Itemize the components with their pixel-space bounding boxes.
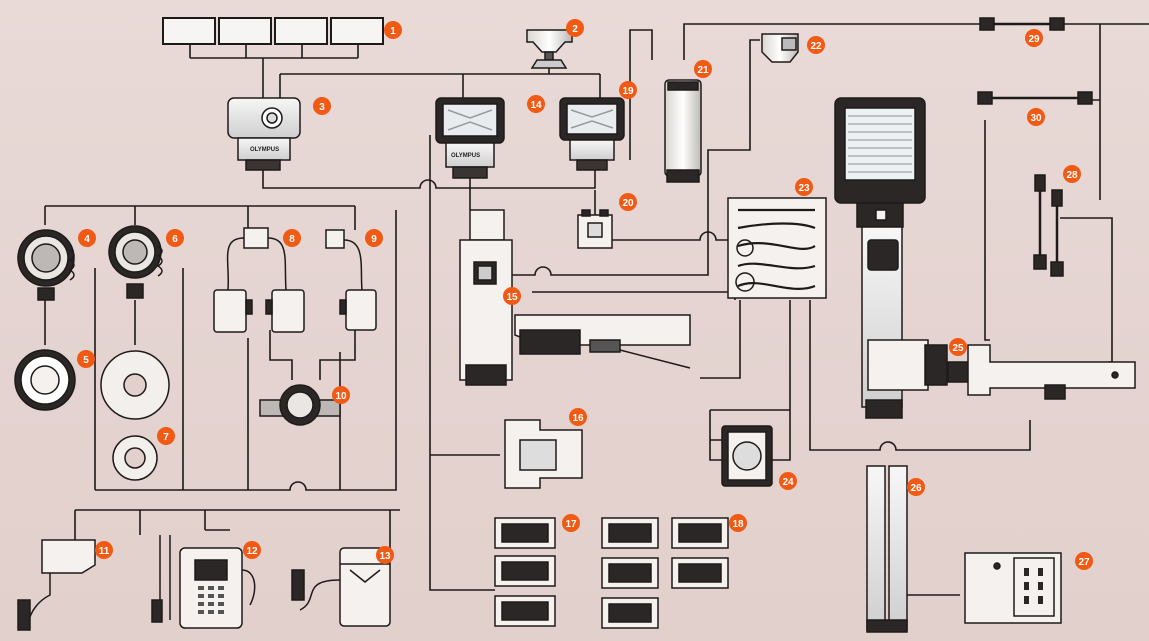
svg-text:6: 6 xyxy=(172,234,178,245)
item-12-ac-adapter xyxy=(152,535,255,628)
item-25-flash-bracket xyxy=(948,345,1135,399)
badge-2: 2 xyxy=(566,19,584,37)
item-27-power-pack xyxy=(965,553,1061,623)
item-20-adapter xyxy=(578,210,612,248)
svg-text:12: 12 xyxy=(246,546,258,557)
item-4-ring-flash xyxy=(18,230,74,300)
svg-text:11: 11 xyxy=(99,546,110,557)
brand-label: OLYMPUS xyxy=(250,147,279,153)
badge-18: 18 xyxy=(729,514,747,532)
badge-10: 10 xyxy=(332,386,350,404)
svg-text:15: 15 xyxy=(506,292,518,303)
svg-text:23: 23 xyxy=(798,183,810,194)
svg-text:1: 1 xyxy=(390,26,396,37)
item-5-adapter-ring xyxy=(15,350,75,410)
svg-text:25: 25 xyxy=(952,343,964,354)
badge-27: 27 xyxy=(1075,552,1093,570)
svg-text:2: 2 xyxy=(572,24,578,35)
svg-text:27: 27 xyxy=(1078,557,1090,568)
svg-text:29: 29 xyxy=(1028,34,1040,45)
item-29-cable xyxy=(980,18,1064,30)
item-18-cassettes xyxy=(602,518,728,628)
badge-17: 17 xyxy=(562,514,580,532)
item-19-flash-unit xyxy=(560,98,624,170)
item-26-battery-grips xyxy=(867,466,907,632)
badge-14: 14 xyxy=(527,95,545,113)
badge-29: 29 xyxy=(1025,29,1043,47)
badge-9: 9 xyxy=(365,229,383,247)
item-11-charger xyxy=(18,540,95,630)
badge-26: 26 xyxy=(907,478,925,496)
badge-4: 4 xyxy=(78,229,96,247)
item-30-cable xyxy=(978,92,1092,104)
badge-21: 21 xyxy=(694,60,712,78)
svg-text:24: 24 xyxy=(782,477,794,488)
badge-22: 22 xyxy=(807,36,825,54)
svg-text:18: 18 xyxy=(732,519,744,530)
svg-text:30: 30 xyxy=(1030,113,1042,124)
item-21-battery-pack xyxy=(665,80,701,182)
item-3-flash-unit: OLYMPUS xyxy=(228,98,300,170)
badge-16: 16 xyxy=(569,408,587,426)
item-14-flash-unit: OLYMPUS xyxy=(436,98,504,178)
badge-30: 30 xyxy=(1027,108,1045,126)
badge-28: 28 xyxy=(1063,165,1081,183)
svg-text:4: 4 xyxy=(84,234,90,245)
main-grip-flash xyxy=(835,98,947,418)
svg-text:3: 3 xyxy=(319,102,325,113)
svg-text:10: 10 xyxy=(335,391,347,402)
svg-text:13: 13 xyxy=(379,551,391,562)
badge-13: 13 xyxy=(376,546,394,564)
item-7-diffusers xyxy=(101,351,169,480)
svg-text:7: 7 xyxy=(163,432,169,443)
item-22-flash-head xyxy=(762,34,798,62)
svg-text:26: 26 xyxy=(910,483,922,494)
svg-text:20: 20 xyxy=(622,198,634,209)
svg-text:14: 14 xyxy=(530,100,542,111)
badge-11: 11 xyxy=(95,541,113,559)
item-28-sync-cords xyxy=(1034,175,1063,276)
badge-19: 19 xyxy=(619,81,637,99)
badge-20: 20 xyxy=(619,193,637,211)
badge-3: 3 xyxy=(313,97,331,115)
item-23-cord-set xyxy=(728,198,826,298)
item-10-macro-ring xyxy=(260,385,340,425)
item-6-ring-flash xyxy=(109,226,162,298)
svg-text:16: 16 xyxy=(572,413,584,424)
badge-5: 5 xyxy=(77,350,95,368)
svg-text:19: 19 xyxy=(622,86,634,97)
badge-24: 24 xyxy=(779,472,797,490)
svg-text:5: 5 xyxy=(83,355,89,366)
item-2-shoe-bracket xyxy=(527,30,572,68)
item-16-battery-adapter xyxy=(505,420,582,488)
svg-text:21: 21 xyxy=(697,65,709,76)
brand-label: OLYMPUS xyxy=(451,153,480,159)
item-17-cassettes xyxy=(495,518,555,626)
badge-15: 15 xyxy=(503,287,521,305)
svg-text:28: 28 xyxy=(1066,170,1078,181)
badge-8: 8 xyxy=(283,229,301,247)
badge-23: 23 xyxy=(795,178,813,196)
item-15-power-grip xyxy=(460,210,690,385)
badge-6: 6 xyxy=(166,229,184,247)
svg-text:8: 8 xyxy=(289,234,295,245)
badge-7: 7 xyxy=(157,427,175,445)
item-1-filter-cards xyxy=(163,18,383,44)
badge-1: 1 xyxy=(384,21,402,39)
svg-text:17: 17 xyxy=(565,519,577,530)
badge-25: 25 xyxy=(949,338,967,356)
item-13-battery-case xyxy=(292,548,390,626)
svg-text:9: 9 xyxy=(371,234,377,245)
item-24-adapter xyxy=(722,426,772,486)
svg-text:22: 22 xyxy=(810,41,822,52)
badge-12: 12 xyxy=(243,541,261,559)
